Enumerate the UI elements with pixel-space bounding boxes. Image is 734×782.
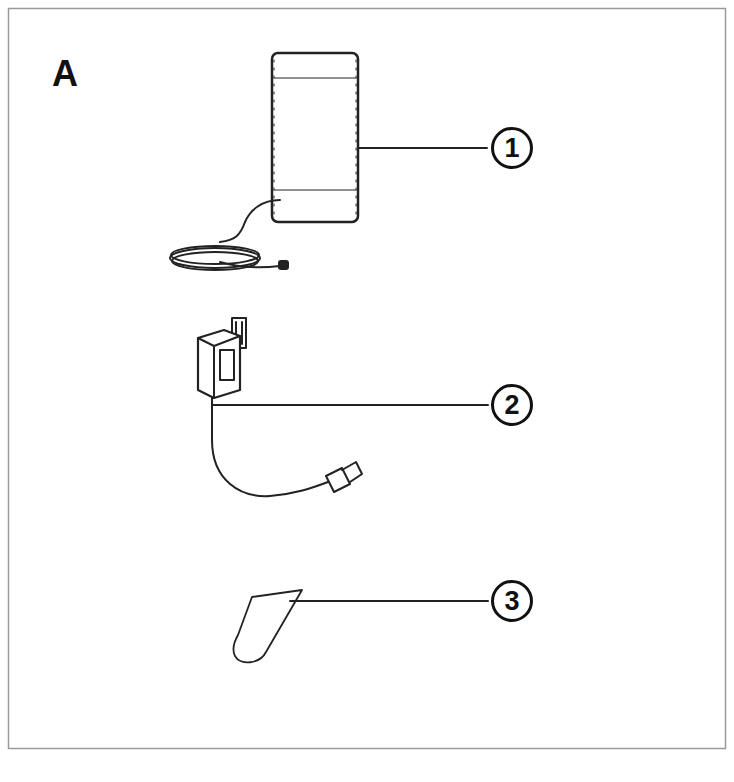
main-unit xyxy=(170,53,487,270)
callout-number: 1 xyxy=(491,127,533,169)
adhesive-strip xyxy=(234,590,488,662)
panel-letter: A xyxy=(52,53,78,95)
power-adapter xyxy=(198,318,488,496)
callout-number: 2 xyxy=(491,384,533,426)
frame xyxy=(9,9,726,749)
callout-number: 3 xyxy=(491,580,533,622)
